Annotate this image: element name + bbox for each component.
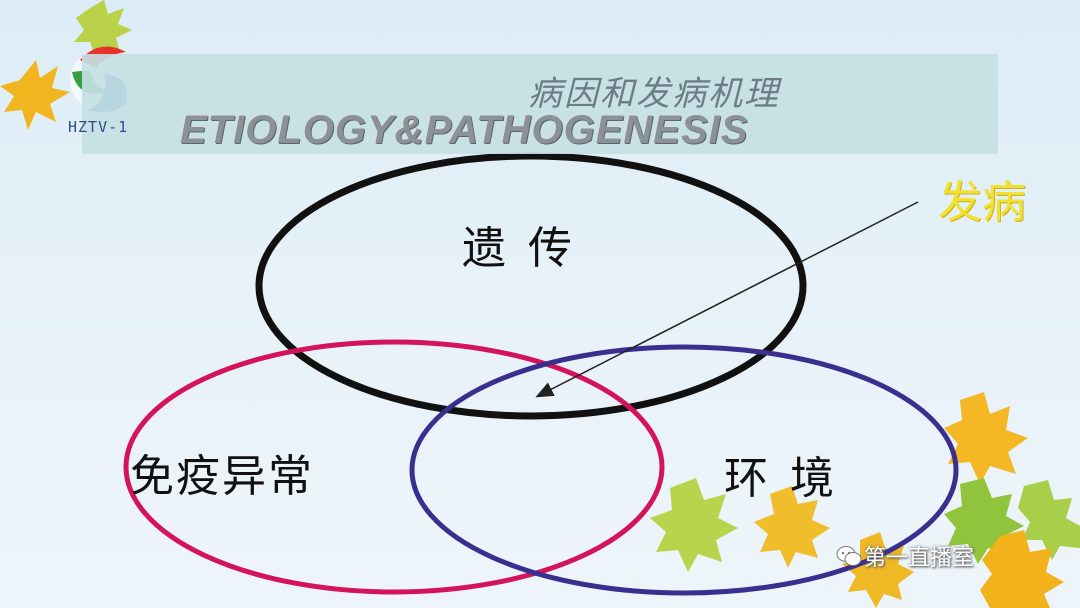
environment-label: 环境 bbox=[724, 453, 856, 504]
heredity-label: 遗传 bbox=[462, 223, 594, 274]
title-banner bbox=[82, 54, 998, 154]
onset-label: 发病 bbox=[938, 177, 1026, 228]
maple-leaf-decoration bbox=[650, 392, 1080, 608]
maple-leaf-decoration bbox=[0, 0, 132, 130]
environment-circle bbox=[409, 344, 959, 596]
logo-caption: HZTV-1 bbox=[68, 118, 129, 136]
slide-title-english: ETIOLOGY&PATHOGENESIS bbox=[180, 108, 749, 152]
wechat-icon bbox=[836, 546, 862, 566]
immune-circle bbox=[123, 339, 665, 595]
heredity-circle bbox=[255, 152, 807, 420]
immune-abnormality-label: 免疫异常 bbox=[130, 451, 314, 502]
slide-title-chinese: 病因和发病机理 bbox=[528, 74, 780, 114]
channel-watermark: 第一直播室 bbox=[864, 546, 975, 571]
onset-arrow bbox=[535, 201, 919, 398]
